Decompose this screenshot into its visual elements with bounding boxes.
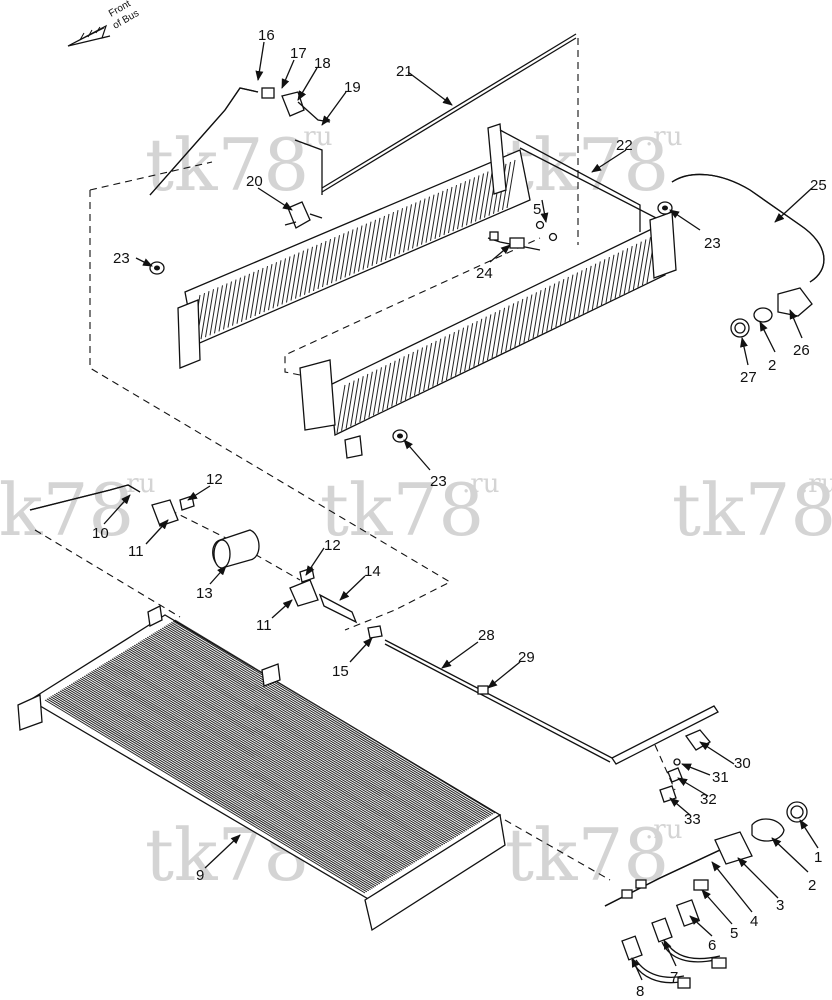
callout-23: 23 — [113, 250, 130, 267]
callout-31: 31 — [712, 769, 729, 786]
watermark-suffix: .ru — [118, 469, 155, 499]
callout-18: 18 — [314, 55, 331, 72]
callout-28: 28 — [478, 627, 495, 644]
callout-5: 5 — [730, 925, 738, 942]
assembly-lines — [34, 38, 676, 881]
watermark-suffix: .ru — [800, 469, 832, 499]
callout-30: 30 — [734, 755, 751, 772]
seals-and-flanges — [149, 201, 813, 443]
callout-25: 25 — [810, 177, 827, 194]
callout-17: 17 — [290, 45, 307, 62]
callout-3: 3 — [776, 897, 784, 914]
callout-23: 23 — [430, 473, 447, 490]
evaporator-coil-upper — [177, 123, 661, 369]
condenser-coil — [17, 605, 506, 932]
watermark-suffix: .ru — [645, 815, 682, 845]
fitting — [261, 87, 275, 99]
watermark: tk78 — [672, 468, 832, 552]
switch-body — [509, 237, 525, 249]
callout-8: 8 — [636, 983, 644, 1000]
watermark: tk78 — [145, 123, 309, 207]
callout-labels: 16 17 18 19 21 20 22 23 23 23 5 24 25 26… — [92, 27, 827, 1000]
liquid-tube — [384, 639, 719, 765]
callout-1: 1 — [814, 849, 822, 866]
callout-4: 4 — [750, 913, 758, 930]
watermark-suffix: .ru — [462, 469, 499, 499]
callout-13: 13 — [196, 585, 213, 602]
callout-29: 29 — [518, 649, 535, 666]
callout-2: 2 — [808, 877, 816, 894]
callout-12: 12 — [324, 537, 341, 554]
callout-5: 5 — [533, 201, 541, 218]
callout-24: 24 — [476, 265, 493, 282]
callout-27: 27 — [740, 369, 757, 386]
callout-10: 10 — [92, 525, 109, 542]
callout-22: 22 — [616, 137, 633, 154]
callout-11: 11 — [256, 617, 272, 634]
front-of-bus-indicator: Front of Bus — [67, 0, 141, 47]
watermark: tk78 — [505, 123, 669, 207]
suction-pipe — [671, 173, 825, 283]
pressure-switch-upper — [487, 220, 558, 251]
liquid-line-assembly — [29, 484, 383, 639]
callout-14: 14 — [364, 563, 381, 580]
callout-20: 20 — [246, 173, 263, 190]
callout-12: 12 — [206, 471, 223, 488]
callout-26: 26 — [793, 342, 810, 359]
callout-19: 19 — [344, 79, 361, 96]
callout-11: 11 — [128, 543, 144, 560]
callout-21: 21 — [396, 63, 413, 80]
leader-lines — [103, 41, 819, 981]
watermark: tk78 — [320, 468, 484, 552]
callout-16: 16 — [258, 27, 275, 44]
callout-23: 23 — [704, 235, 721, 252]
watermark: tk78 — [0, 468, 134, 552]
callout-32: 32 — [700, 791, 717, 808]
watermark-suffix: .ru — [645, 122, 682, 152]
callout-6: 6 — [708, 937, 716, 954]
callout-9: 9 — [196, 867, 204, 884]
evaporator-coil-lower — [299, 211, 677, 459]
callout-7: 7 — [670, 969, 678, 986]
callout-2: 2 — [768, 357, 776, 374]
callout-15: 15 — [332, 663, 349, 680]
callout-33: 33 — [684, 811, 701, 828]
